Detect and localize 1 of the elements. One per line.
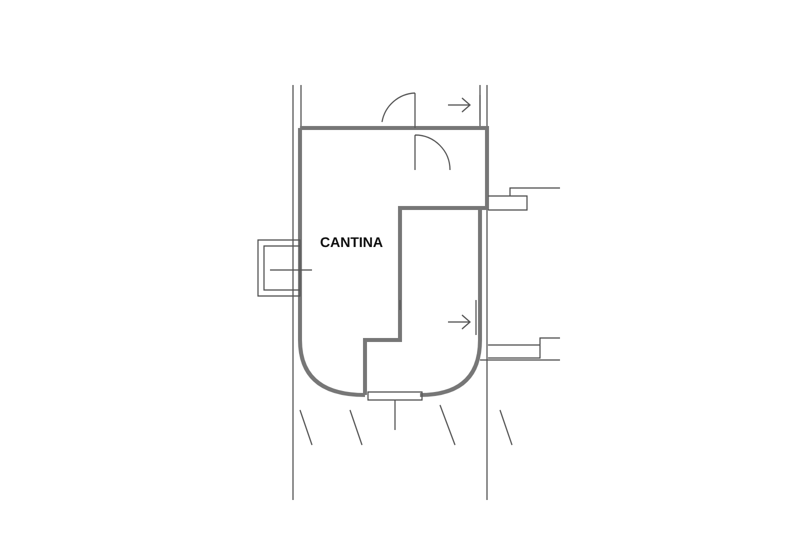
room-label: CANTINA [320,234,383,250]
